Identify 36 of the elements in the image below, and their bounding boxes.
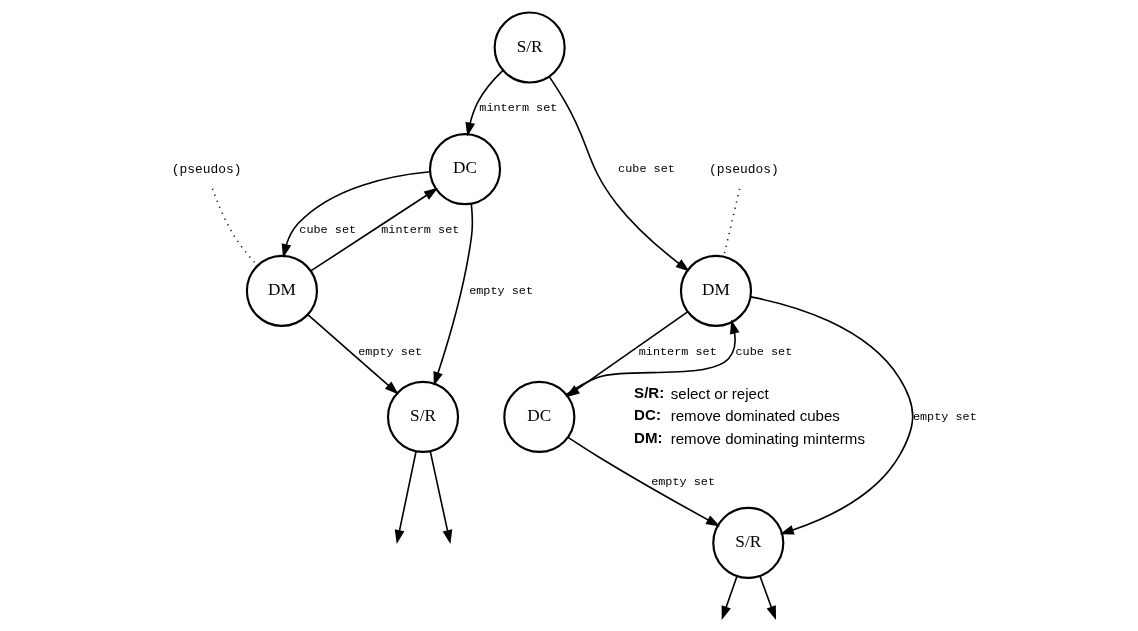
node-circle: DM [245, 254, 318, 327]
label: select or reject [670, 384, 769, 402]
edge-label: cube set [735, 344, 792, 359]
arrow [428, 450, 452, 545]
edge-label: empty set [357, 344, 422, 359]
arrow [548, 75, 690, 272]
edge-label: minterm set [478, 101, 557, 116]
node-text: (pseudos) [708, 161, 779, 177]
arrow [306, 313, 399, 395]
label: S/R: [633, 383, 664, 401]
arrow [281, 170, 431, 259]
edge-label: empty set [912, 409, 977, 424]
node-circle: DC [428, 133, 501, 206]
edge-label: cube set [617, 162, 675, 177]
label: DC: [633, 406, 661, 424]
label: DM: [633, 428, 663, 446]
arrow [433, 202, 473, 386]
arrow [309, 187, 438, 272]
arrow [721, 575, 738, 620]
edge-label: cube set [298, 223, 356, 238]
node-circle: S/R [493, 11, 566, 84]
label: remove dominating minterms [670, 430, 865, 448]
node-circle: S/R [711, 506, 784, 579]
node-circle: DM [679, 254, 752, 327]
arrow [394, 450, 417, 545]
edge-label: minterm set [380, 223, 459, 238]
arrow [749, 296, 913, 535]
arrow [566, 436, 720, 527]
edge-label: empty set [650, 475, 715, 490]
edge-label: minterm set [638, 344, 717, 359]
arrow [464, 69, 504, 137]
label: remove dominated cubes [670, 407, 840, 425]
node-circle: DC [502, 380, 575, 453]
arrow [758, 575, 776, 620]
node-text: (pseudos) [171, 161, 241, 177]
edge-label: empty set [468, 283, 533, 298]
